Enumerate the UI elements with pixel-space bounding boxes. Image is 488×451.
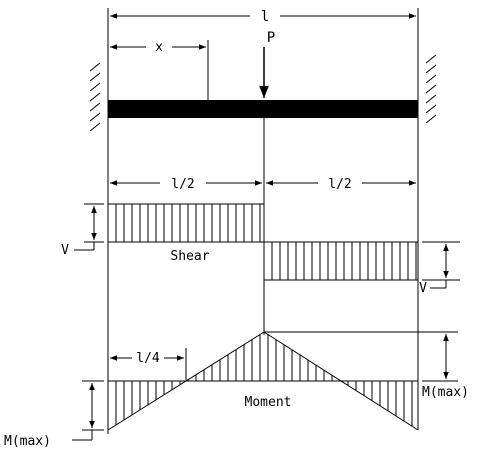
quarter-dimension: l/4 bbox=[110, 348, 187, 380]
shear-left-label: V bbox=[61, 243, 69, 258]
moment-right-dimension: M(max) bbox=[264, 331, 469, 400]
shear-hatching bbox=[115, 204, 417, 280]
x-dimension: x bbox=[110, 40, 206, 55]
quarter-label: l/4 bbox=[136, 351, 160, 366]
beam bbox=[108, 100, 418, 118]
shear-right-dimension: V bbox=[419, 241, 460, 296]
span-label: l bbox=[261, 9, 269, 25]
shear-positive-block bbox=[107, 203, 265, 243]
moment-title: Moment bbox=[245, 395, 292, 410]
right-fixed-support bbox=[425, 54, 437, 124]
shear-diagram: Shear bbox=[107, 203, 419, 281]
moment-left-dimension: M(max) bbox=[4, 380, 104, 449]
left-fixed-support bbox=[89, 62, 101, 132]
moment-right-slope bbox=[263, 331, 419, 431]
moment-right-label: M(max) bbox=[422, 385, 469, 400]
shear-negative-block bbox=[263, 241, 419, 281]
shear-title: Shear bbox=[170, 249, 209, 264]
reference-lines bbox=[107, 8, 419, 434]
half-right-label: l/2 bbox=[328, 177, 351, 192]
shear-right-label: V bbox=[419, 281, 427, 296]
point-load: P bbox=[259, 30, 275, 98]
shear-left-dimension: V bbox=[61, 203, 104, 258]
half-left-label: l/2 bbox=[171, 177, 194, 192]
span-dimension: l bbox=[110, 9, 416, 25]
moment-diagram: Moment bbox=[107, 331, 419, 431]
half-span-dimensions: l/2 l/2 bbox=[110, 177, 416, 192]
moment-hatching bbox=[115, 334, 413, 427]
moment-left-label: M(max) bbox=[4, 434, 51, 449]
moment-left-slope bbox=[107, 331, 265, 431]
x-label: x bbox=[155, 40, 163, 55]
load-label: P bbox=[267, 30, 275, 46]
